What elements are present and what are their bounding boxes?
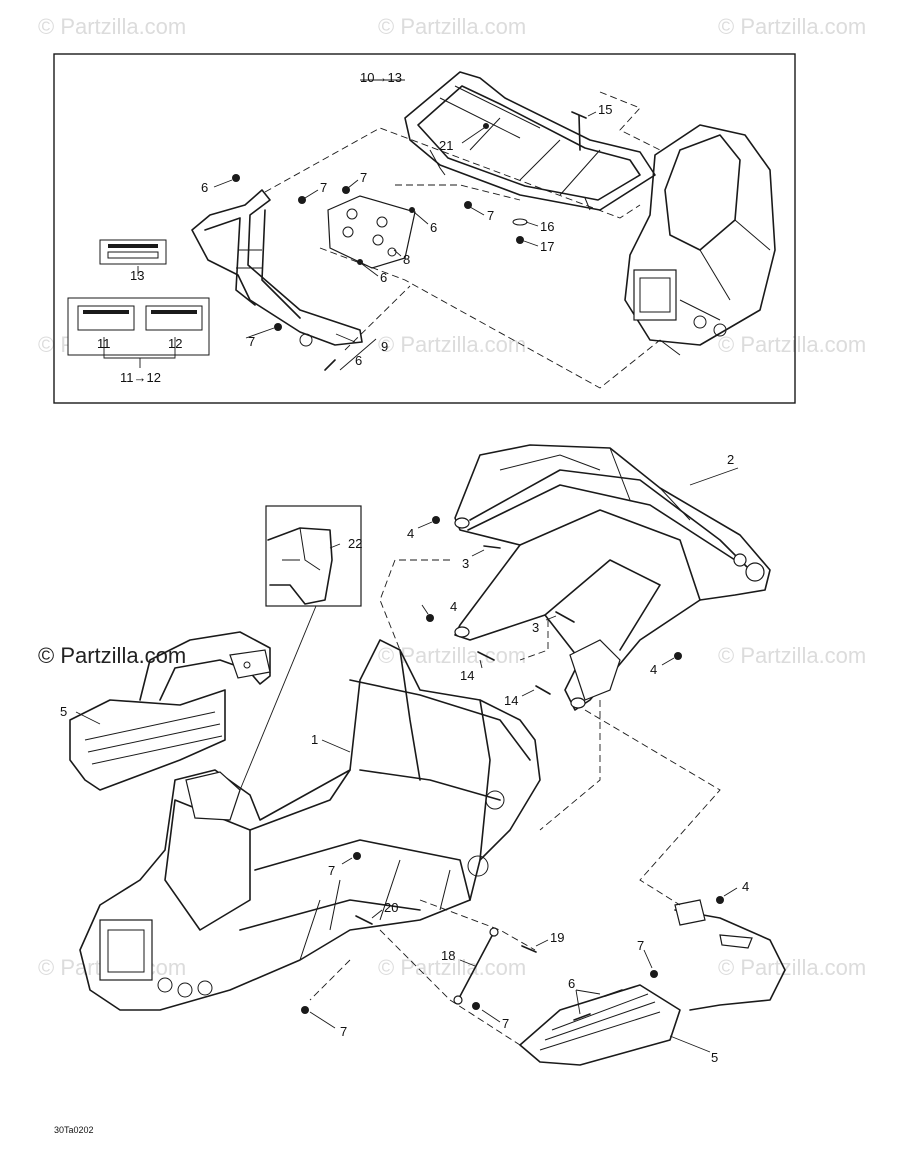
- callout-7: 7: [637, 938, 644, 953]
- watermark: © Partzilla.com: [378, 332, 526, 357]
- callout-13: 13: [130, 268, 144, 283]
- callout-4: 4: [450, 599, 457, 614]
- decals: [67, 239, 210, 356]
- callout-15: 15: [598, 102, 612, 117]
- callout-6: 6: [430, 220, 437, 235]
- watermark: © Partzilla.com: [378, 14, 526, 39]
- frame-front-section: [624, 124, 776, 356]
- front-bumper: [191, 189, 363, 347]
- callout-9: 9: [381, 339, 388, 354]
- callout-6: 6: [568, 976, 575, 991]
- support-rod: [453, 927, 499, 1005]
- callout-7: 7: [360, 170, 367, 185]
- callout-14: 14: [504, 693, 518, 708]
- callout-4: 4: [742, 879, 749, 894]
- watermark: © Partzilla.com: [718, 955, 866, 980]
- callout-3: 3: [462, 556, 469, 571]
- callout-4: 4: [407, 526, 414, 541]
- callout-12: 12: [168, 336, 182, 351]
- detail-inset: [239, 505, 362, 791]
- watermark: © Partzilla.com: [718, 14, 866, 39]
- callout-4: 4: [650, 662, 657, 677]
- callout-7: 7: [248, 334, 255, 349]
- callout-16: 16: [540, 219, 554, 234]
- callout-3: 3: [532, 620, 539, 635]
- rear-rack: [404, 71, 656, 211]
- hardware-upper: [232, 111, 587, 371]
- callout-5: 5: [60, 704, 67, 719]
- leader-lines-lower: [75, 467, 739, 1053]
- watermark-featured: © Partzilla.com: [38, 643, 186, 668]
- watermark: © Partzilla.com: [378, 955, 526, 980]
- callout-17: 17: [540, 239, 554, 254]
- mounting-plate: [327, 195, 416, 269]
- callout-6: 6: [201, 180, 208, 195]
- left-footrest-handle: [69, 631, 271, 791]
- callout-11-12: 11→12: [120, 370, 161, 385]
- watermark: © Partzilla.com: [38, 14, 186, 39]
- callout-7: 7: [328, 863, 335, 878]
- drawing-code: 30Ta0202: [54, 1125, 94, 1135]
- callout-1: 1: [311, 732, 318, 747]
- callout-7: 7: [502, 1016, 509, 1031]
- callout-7: 7: [320, 180, 327, 195]
- callout-14: 14: [460, 668, 474, 683]
- callout-6: 6: [355, 353, 362, 368]
- callout-2: 2: [727, 452, 734, 467]
- callout-11: 11: [97, 336, 111, 351]
- callout-7: 7: [487, 208, 494, 223]
- callout-18: 18: [441, 948, 455, 963]
- leader-lines-upper: [103, 79, 597, 371]
- callout-21: 21: [439, 138, 453, 153]
- callout-19: 19: [550, 930, 564, 945]
- right-footrest: [519, 899, 786, 1066]
- callout-10-13: 10→13: [360, 70, 402, 85]
- assembly-lines-lower: [309, 559, 721, 1046]
- callout-22: 22: [348, 536, 362, 551]
- main-frame: [79, 639, 541, 1011]
- callout-6: 6: [380, 270, 387, 285]
- callout-5: 5: [711, 1050, 718, 1065]
- rear-subframe: [454, 444, 771, 711]
- callout-8: 8: [403, 252, 410, 267]
- callout-20: 20: [384, 900, 398, 915]
- watermark: © Partzilla.com: [718, 643, 866, 668]
- callout-7: 7: [340, 1024, 347, 1039]
- watermark: © Partzilla.com: [718, 332, 866, 357]
- inset-frame: [53, 53, 796, 404]
- callouts: 10→13 15 21 6 7 7 6 7 16 17 8 6 13 7 9 6…: [54, 70, 749, 1135]
- hardware-lower: [301, 516, 724, 1021]
